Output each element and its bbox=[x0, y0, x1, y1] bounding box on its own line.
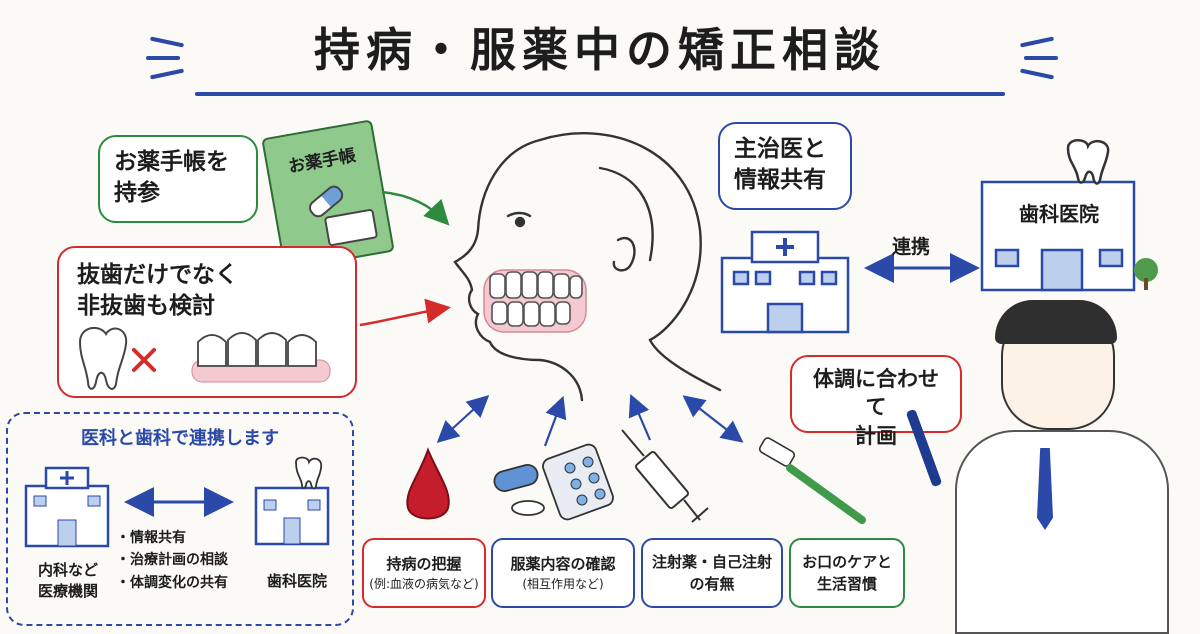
syringe-icon bbox=[621, 429, 709, 523]
chip-oral-care: お口のケアと 生活習慣 bbox=[789, 538, 905, 608]
doctor-tie-icon bbox=[1037, 448, 1053, 530]
title-underline bbox=[195, 92, 1005, 96]
arrow-chip2-face bbox=[543, 395, 567, 447]
cross-icon bbox=[132, 348, 156, 372]
hospital-icon bbox=[720, 230, 850, 334]
chip-sub: (例:血液の病気など) bbox=[369, 577, 479, 592]
teeth-icon bbox=[489, 271, 583, 327]
doctor-coat-icon bbox=[955, 430, 1169, 634]
dental-clinic-icon bbox=[980, 139, 1136, 292]
pills-icon bbox=[493, 443, 614, 521]
collaboration-item: ・治療計画の相談 bbox=[116, 552, 228, 569]
chip-injection: 注射薬・自己注射 の有無 bbox=[641, 538, 783, 608]
chip-main: 持病の把握 bbox=[386, 554, 462, 573]
medication-notebook-note: お薬手帳を 持参 bbox=[98, 135, 258, 223]
extraction-note-text: 抜歯だけでなく 非抜歯も検討 bbox=[77, 262, 238, 320]
medical-institution-label: 内科など 医療機関 bbox=[37, 561, 98, 600]
title-accent-dash bbox=[146, 56, 180, 60]
arrow-notebook-to-face bbox=[381, 190, 450, 226]
tooth-row-icon bbox=[197, 332, 317, 367]
tree-icon bbox=[1134, 258, 1158, 290]
arrow-extraction-to-face bbox=[359, 298, 451, 327]
share-doctor-note: 主治医と 情報共有 bbox=[718, 122, 852, 210]
doctor-hair-icon bbox=[995, 300, 1117, 344]
medical-institution-icon bbox=[24, 466, 110, 548]
link-label: 連携 bbox=[892, 236, 931, 258]
arrow-chip1-face bbox=[436, 395, 490, 443]
chip-medication-review: 服薬内容の確認 (相互作用など) bbox=[491, 538, 635, 608]
chip-main: お口のケアと 生活習慣 bbox=[802, 552, 892, 594]
collaboration-panel: 医科と歯科で連携します 内科など 医療機関 歯科医院 ・情報共有 ・治療計画の相… bbox=[6, 412, 354, 626]
doctor-illustration bbox=[905, 300, 1200, 634]
title-accent-dash bbox=[1024, 56, 1058, 60]
face-profile-illustration bbox=[453, 132, 722, 402]
toothbrush-icon bbox=[758, 437, 866, 524]
blood-drop-icon bbox=[406, 447, 450, 520]
chip-main: 注射薬・自己注射 の有無 bbox=[651, 552, 772, 594]
arrow-chip3-face bbox=[628, 393, 652, 441]
plan-note: 体調に合わせて 計画 bbox=[790, 355, 962, 448]
chip-main: 服薬内容の確認 bbox=[510, 554, 616, 573]
tooth-icon bbox=[78, 326, 128, 390]
collaboration-items: ・情報共有 ・治療計画の相談 ・体調変化の共有 bbox=[116, 526, 228, 595]
collaboration-item: ・情報共有 bbox=[116, 530, 186, 546]
collaboration-item: ・体調変化の共有 bbox=[116, 574, 228, 591]
chip-chronic-condition: 持病の把握 (例:血液の病気など) bbox=[362, 538, 486, 608]
arrow-chip4-face bbox=[682, 395, 744, 443]
panel-dental-clinic-label: 歯科医院 bbox=[266, 572, 327, 590]
chip-sub: (相互作用など) bbox=[522, 577, 604, 592]
collaboration-heading: 医科と歯科で連携します bbox=[81, 428, 279, 449]
dental-clinic-sign: 歯科医院 bbox=[1019, 202, 1099, 226]
panel-dental-clinic-icon bbox=[254, 456, 330, 546]
page-title: 持病・服薬中の矯正相談 bbox=[314, 23, 886, 77]
